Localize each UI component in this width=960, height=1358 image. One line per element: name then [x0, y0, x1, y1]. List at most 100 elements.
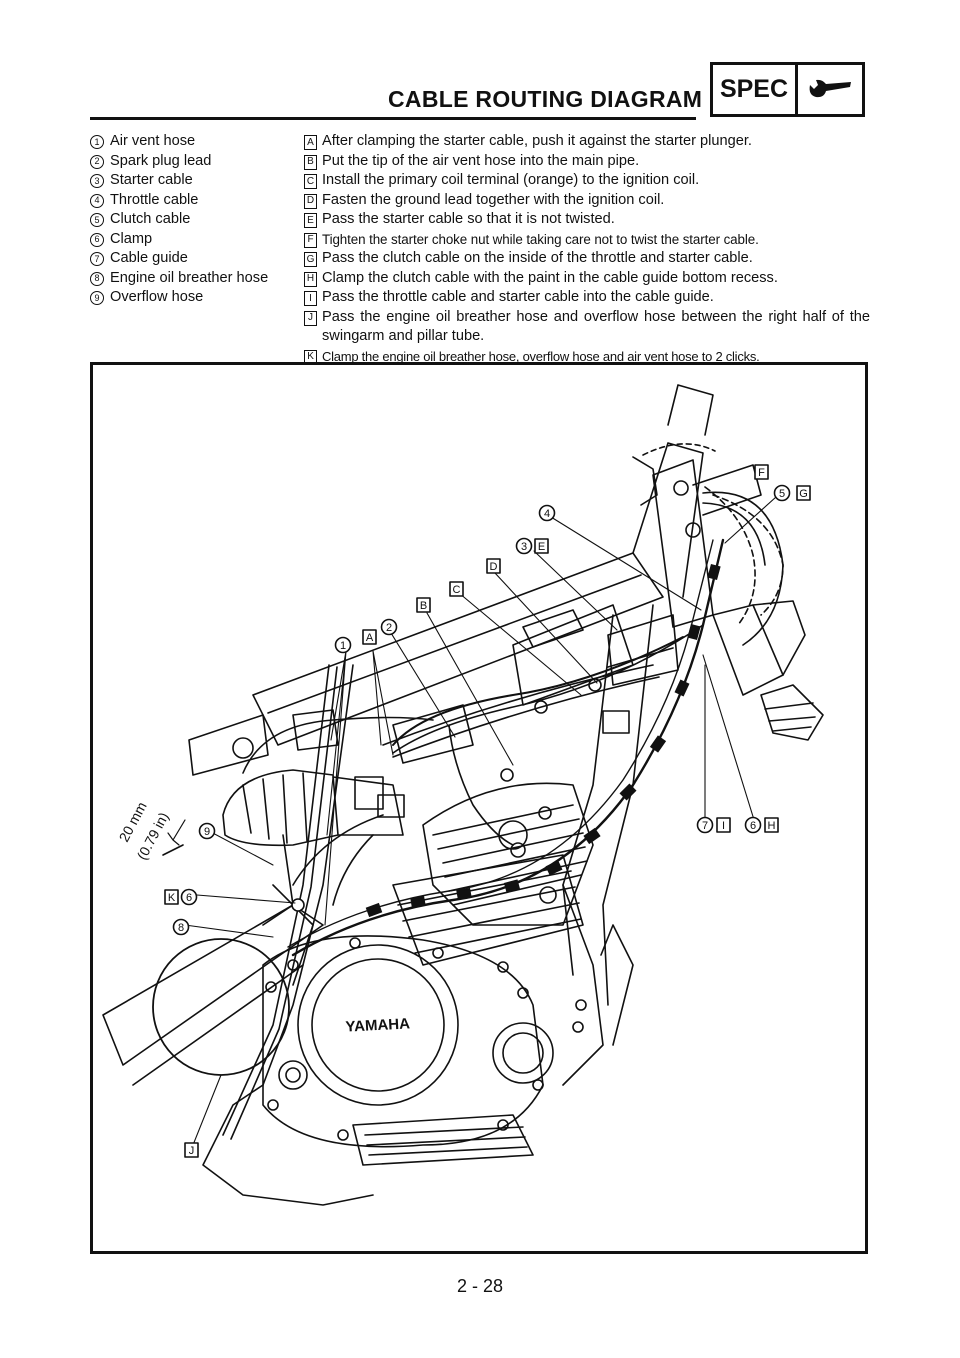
legend-text: Clutch cable — [110, 211, 191, 227]
callout-C: C — [449, 581, 464, 597]
callout-I: I — [716, 817, 731, 833]
svg-text:I: I — [722, 820, 725, 832]
legend-item: 3 Starter cable — [90, 171, 300, 191]
legend-item: 8 Engine oil breather hose — [90, 269, 300, 289]
callout-8: 8 — [172, 918, 190, 936]
callout-7: 7 — [696, 816, 714, 834]
instruction-text: Clamp the engine oil breather hose, over… — [322, 348, 760, 364]
wrench-icon — [798, 65, 862, 114]
svg-text:5: 5 — [779, 488, 785, 500]
spec-label: SPEC — [713, 65, 798, 114]
frame-tubes — [102, 442, 704, 1086]
clutch-cable — [287, 538, 725, 957]
callout-F: F — [754, 464, 769, 480]
callout-J: J — [184, 1142, 199, 1158]
instruction-item: G Pass the clutch cable on the inside of … — [304, 249, 870, 269]
instruction-text: Pass the clutch cable on the inside of t… — [322, 250, 753, 266]
lettered-callouts: A B C D E F G H I J K — [164, 464, 811, 1158]
letter-marker: C — [304, 174, 317, 189]
hoses — [162, 664, 354, 1140]
instruction-item: A After clamping the starter cable, push … — [304, 132, 870, 152]
instruction-item: J Pass the engine oil breather hose and o… — [304, 308, 870, 347]
instruction-item: D Fasten the ground lead together with th… — [304, 191, 870, 211]
svg-text:7: 7 — [702, 820, 708, 832]
callout-9: 9 — [198, 822, 216, 840]
number-marker: 1 — [90, 135, 104, 149]
legend-text: Overflow hose — [110, 289, 204, 305]
number-marker: 8 — [90, 271, 104, 286]
leader-lines — [184, 496, 777, 1146]
number-marker: 3 — [90, 174, 104, 188]
letter-marker: B — [304, 154, 317, 170]
svg-text:A: A — [366, 632, 374, 644]
svg-text:F: F — [758, 467, 765, 479]
letter-marker: J — [304, 310, 317, 326]
upper-components — [382, 604, 679, 764]
lower-frame — [562, 884, 634, 1086]
callout-D: D — [486, 558, 501, 574]
callout-4: 4 — [538, 504, 556, 522]
letter-marker: G — [304, 252, 317, 267]
legend-item: 2 Spark plug lead — [90, 152, 300, 172]
callout-G: G — [796, 485, 811, 501]
number-marker: 6 — [90, 232, 104, 247]
svg-text:H: H — [768, 820, 776, 832]
svg-text:K: K — [168, 892, 176, 904]
carburetor — [188, 709, 405, 847]
svg-text:9: 9 — [204, 826, 210, 838]
svg-text:D: D — [490, 561, 498, 573]
callout-K: K — [164, 889, 179, 905]
number-marker: 7 — [90, 252, 104, 266]
page-number: 2 - 28 — [456, 1276, 504, 1296]
dimension-annotation: 20 mm (0.79 in) — [116, 799, 172, 862]
steering-head — [632, 384, 824, 741]
letter-marker: A — [304, 135, 317, 150]
svg-text:C: C — [453, 584, 461, 596]
instruction-text: Clamp the clutch cable with the paint in… — [322, 269, 778, 286]
legend-text: Engine oil breather hose — [110, 269, 269, 286]
svg-text:G: G — [799, 488, 808, 500]
letter-marker: E — [304, 213, 317, 228]
cylinder-head — [392, 768, 594, 966]
legend-text: Starter cable — [110, 172, 193, 188]
instruction-text: Pass the engine oil breather hose and ov… — [322, 308, 870, 345]
legend-text: Throttle cable — [110, 191, 199, 208]
callout-1: 1 — [334, 636, 352, 654]
instruction-text: Fasten the ground lead together with the… — [322, 191, 665, 208]
paint-marks — [365, 563, 721, 918]
letter-marker: D — [304, 193, 317, 209]
callout-A: A — [362, 629, 377, 645]
letter-marker: I — [304, 291, 317, 306]
instruction-text: After clamping the starter cable, push i… — [322, 133, 752, 149]
callout-6b: 6 — [744, 816, 762, 834]
brand-text: YAMAHA — [345, 1015, 410, 1035]
callout-2: 2 — [380, 618, 398, 636]
numbered-callouts: 1 2 3 4 5 6 6 7 8 9 — [172, 484, 791, 936]
svg-text:6: 6 — [750, 820, 756, 832]
legend-item: 6 Clamp — [90, 230, 300, 250]
page-title: CABLE ROUTING DIAGRAM — [388, 86, 703, 112]
svg-text:6: 6 — [186, 892, 192, 904]
legend-text: Clamp — [110, 230, 153, 247]
instruction-text: Pass the throttle cable and starter cabl… — [322, 289, 714, 305]
legend-item: 9 Overflow hose — [90, 288, 300, 308]
crankcase: YAMAHA — [202, 935, 554, 1206]
svg-text:4: 4 — [544, 508, 550, 520]
svg-text:2: 2 — [386, 622, 392, 634]
callout-B: B — [416, 597, 431, 613]
callout-H: H — [764, 817, 779, 833]
svg-text:J: J — [189, 1145, 195, 1157]
number-marker: 2 — [90, 154, 104, 169]
svg-text:E: E — [538, 541, 545, 553]
legend-text: Spark plug lead — [110, 152, 212, 169]
number-marker: 9 — [90, 291, 104, 305]
instruction-text: Install the primary coil terminal (orang… — [322, 172, 700, 188]
svg-text:8: 8 — [178, 922, 184, 934]
instruction-item: I Pass the throttle cable and starter cab… — [304, 288, 870, 308]
